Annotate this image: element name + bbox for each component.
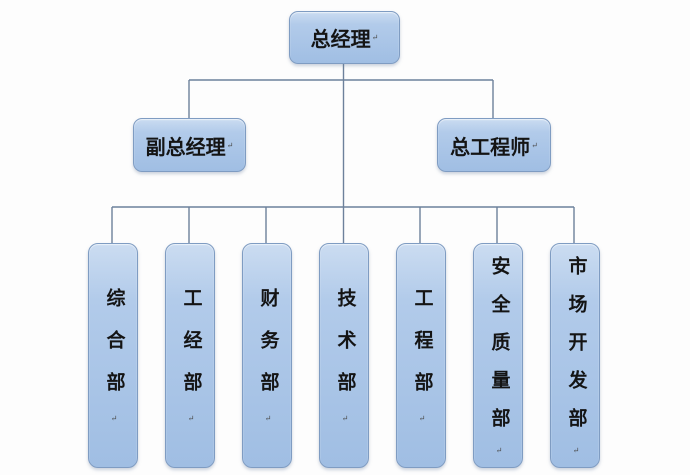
- paragraph-mark: ↵: [109, 414, 119, 446]
- node-label: 市场开发部: [565, 256, 587, 446]
- node-label: 综合部: [103, 288, 125, 414]
- org-node-chief-engineer[interactable]: 总工程师↵: [437, 118, 551, 172]
- node-label: 财务部: [257, 288, 279, 414]
- node-label: 总工程师: [450, 136, 531, 159]
- paragraph-mark: ↵: [340, 414, 350, 446]
- org-node-deputy-general-manager[interactable]: 副总经理↵: [133, 118, 246, 172]
- org-node-dept-general-affairs[interactable]: 综合部↵: [88, 243, 138, 468]
- org-node-dept-engineering[interactable]: 工程部↵: [396, 243, 446, 468]
- node-label: 副总经理: [145, 136, 226, 159]
- paragraph-mark: ↵: [571, 446, 581, 474]
- org-node-dept-safety-quality[interactable]: 安全质量部↵: [473, 243, 523, 474]
- paragraph-mark: ↵: [186, 414, 196, 446]
- paragraph-mark: ↵: [371, 33, 379, 42]
- node-label: 总经理: [310, 29, 371, 51]
- paragraph-mark: ↵: [417, 414, 427, 446]
- node-label: 技术部: [334, 288, 356, 414]
- org-node-general-manager[interactable]: 总经理↵: [289, 11, 400, 64]
- org-node-dept-technology[interactable]: 技术部↵: [319, 243, 369, 468]
- paragraph-mark: ↵: [263, 414, 273, 446]
- org-node-dept-market-development[interactable]: 市场开发部↵: [550, 243, 600, 474]
- org-node-dept-engineering-economics[interactable]: 工经部↵: [165, 243, 215, 468]
- paragraph-mark: ↵: [226, 140, 234, 150]
- node-label: 工经部: [180, 288, 202, 414]
- org-node-dept-finance[interactable]: 财务部↵: [242, 243, 292, 468]
- node-label: 安全质量部: [488, 256, 510, 446]
- paragraph-mark: ↵: [494, 446, 504, 474]
- paragraph-mark: ↵: [531, 140, 538, 150]
- node-label: 工程部: [411, 288, 433, 414]
